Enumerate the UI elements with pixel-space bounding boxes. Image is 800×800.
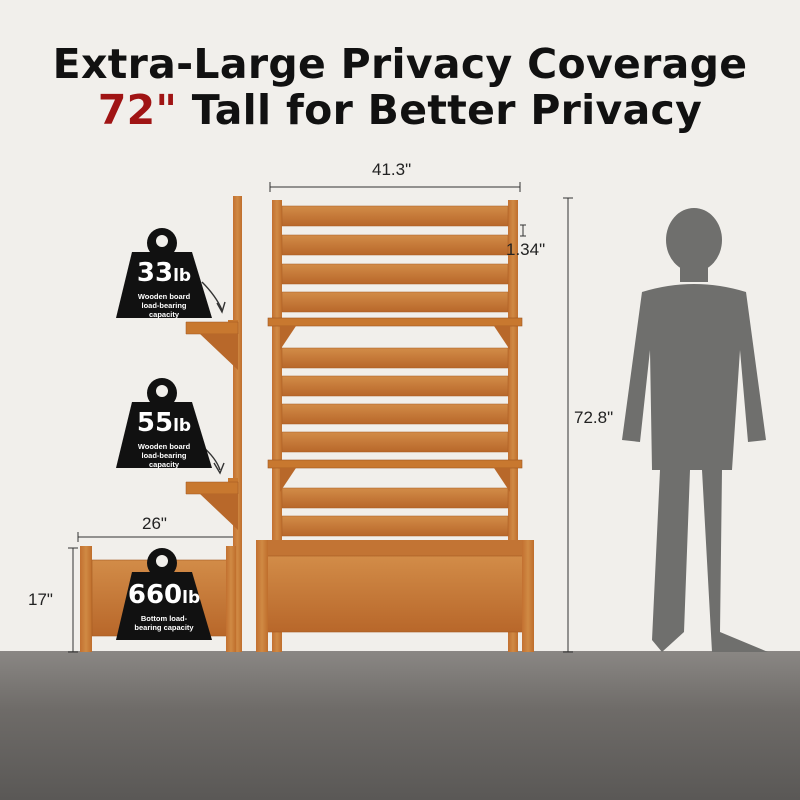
slat-gap-dimension: 1.34" [506, 240, 546, 259]
weight-badge-top-shelf: 33lb Wooden board load-bearing capacity [109, 256, 219, 319]
height-dimension: 72.8" [574, 408, 614, 427]
weight-value: 660lb [127, 580, 201, 610]
floor [0, 651, 800, 800]
weight-badge-middle-shelf: 55lb Wooden board load-bearing capacity [109, 406, 219, 469]
headline-line-2: 72" Tall for Better Privacy [0, 86, 800, 134]
weight-value: 55lb [136, 408, 192, 438]
weight-badge-bottom: 660lb Bottom load-bearing capacity [109, 578, 219, 638]
trellis-planter [256, 200, 534, 652]
weight-caption: Wooden board load-bearing capacity [137, 292, 191, 319]
weight-caption: Bottom load-bearing capacity [134, 614, 194, 632]
width-dimension: 41.3" [372, 160, 412, 179]
dimension-lines [68, 182, 573, 653]
person-silhouette-icon [622, 208, 768, 652]
planter-depth-dimension: 26" [142, 514, 167, 533]
headline-height-highlight: 72" [97, 86, 178, 134]
planter-height-dimension: 17" [28, 590, 53, 609]
headline-line-2-rest: Tall for Better Privacy [177, 86, 703, 134]
weight-value: 33lb [136, 258, 192, 288]
weight-caption: Wooden board load-bearing capacity [137, 442, 191, 469]
headline-line-1: Extra-Large Privacy Coverage [52, 40, 748, 88]
